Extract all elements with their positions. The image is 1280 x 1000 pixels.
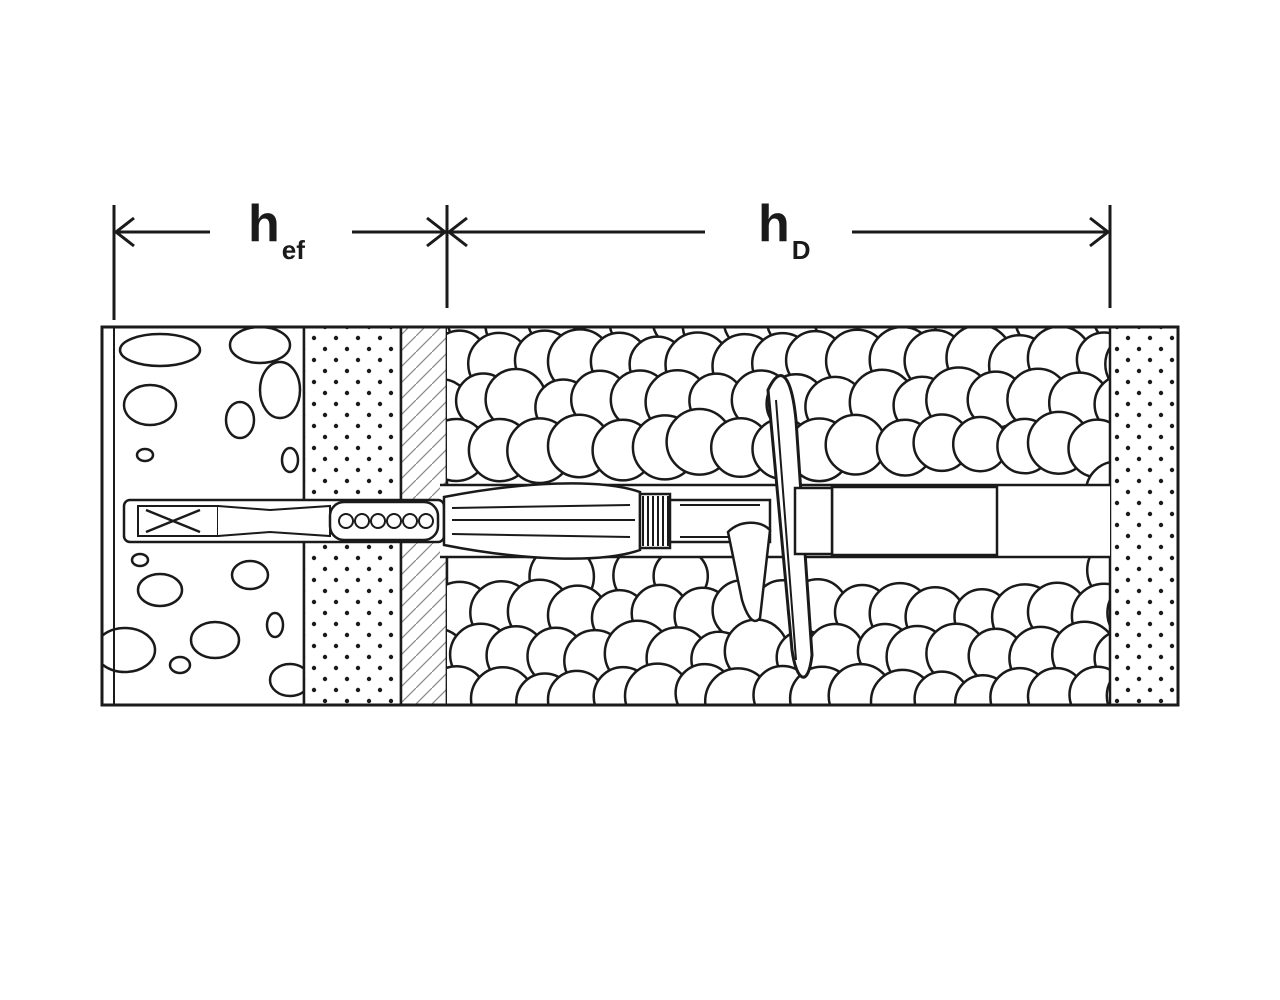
arrow-right-icon [1089, 216, 1111, 248]
foam-bead [1068, 665, 1110, 705]
expansion-rib [370, 513, 386, 529]
aggregate-stone [135, 447, 155, 463]
foam-bead [1093, 376, 1110, 432]
aggregate-stone [230, 559, 270, 591]
aggregate-stone [168, 655, 192, 675]
insulation-thickness-label: hD [758, 195, 811, 265]
wall-section-frame [100, 325, 1180, 707]
aggregate-stone [258, 360, 302, 420]
expansion-rib [386, 513, 402, 529]
arrow-right-icon [426, 216, 448, 248]
render-layer [1108, 325, 1180, 707]
expansion-rib [338, 513, 354, 529]
anchor [122, 374, 1110, 679]
aggregate-stone [189, 620, 241, 660]
aggregate-stone [268, 662, 304, 698]
aggregate-stone [118, 332, 202, 368]
aggregate-stone [280, 446, 300, 474]
aggregate-stone [130, 552, 150, 568]
arrow-left-icon [446, 216, 468, 248]
dimension-lines [112, 205, 1112, 320]
aggregate-stone [122, 383, 178, 427]
expansion-rib [402, 513, 418, 529]
embedment-depth-label: hef [248, 195, 305, 265]
arrow-left-icon [113, 216, 135, 248]
aggregate-stone [136, 572, 184, 608]
expansion-rib [354, 513, 370, 529]
expansion-rib [418, 513, 434, 529]
aggregate-stone [265, 611, 285, 639]
aggregate-stone [102, 626, 157, 674]
aggregate-stone [228, 327, 292, 365]
aggregate-stone [224, 400, 256, 440]
